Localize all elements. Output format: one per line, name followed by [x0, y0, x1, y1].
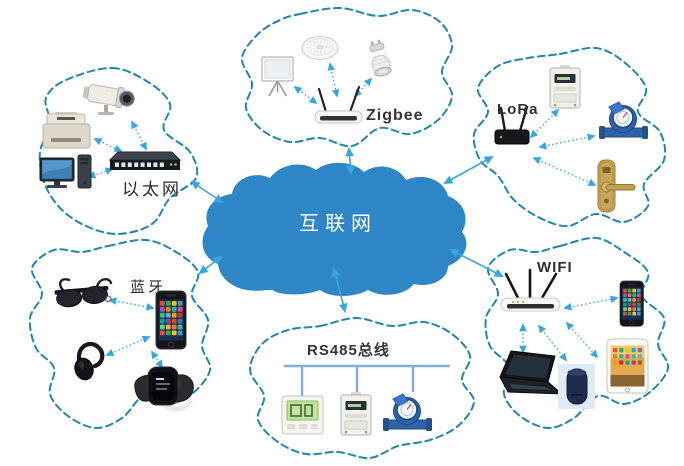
- internet-cloud-label: 互联网: [299, 213, 377, 235]
- headset-phone-link: [105, 335, 151, 357]
- gateway-wmeter-link: [538, 133, 596, 150]
- smart-speaker-icon: [558, 364, 595, 409]
- tablet-icon: [606, 338, 649, 394]
- wifi-cloud-link: [449, 249, 504, 277]
- computer-switch-link: [87, 167, 114, 179]
- glasses-phone-link: [108, 297, 155, 311]
- router-phone2-link: [563, 295, 619, 311]
- ethernet-cluster-label: 以太网: [122, 180, 182, 199]
- printer-icon: [42, 112, 91, 149]
- bluetooth-headset-icon: [74, 341, 105, 381]
- router-speaker-link: [537, 324, 568, 362]
- electric-meter-icon: [549, 64, 581, 109]
- lora-cloud-link: [443, 155, 494, 185]
- led-bulb-icon: [369, 39, 392, 77]
- bluetooth-cloud-link: [198, 255, 223, 275]
- rs485-cluster-label: RS485总线: [307, 342, 390, 359]
- smoke-router-link: [327, 62, 340, 98]
- ethernet-cloud-link: [190, 180, 224, 204]
- lora-cluster-outline: [472, 46, 667, 228]
- rs485-cloud-link: [331, 266, 348, 314]
- smartwatch-icon: [134, 366, 194, 412]
- lora-cluster-label: LoRa: [497, 101, 539, 118]
- thermostat-icon: [281, 395, 324, 435]
- water-meter-icon: [598, 101, 649, 140]
- rs485-water-meter-icon: [382, 393, 433, 432]
- internet-cloud: [202, 162, 467, 296]
- smartphone-icon: [155, 290, 187, 350]
- bluetooth-cluster-outline: [28, 238, 212, 430]
- display-router-link: [293, 85, 318, 105]
- rs485-bus: [284, 364, 450, 396]
- cctv-camera-icon: [82, 84, 135, 115]
- wifi-smartphone-icon: [619, 280, 644, 327]
- rs485-cluster-outline: [248, 316, 475, 460]
- zigbee-cluster-outline: [240, 6, 454, 148]
- presentation-display-icon: [261, 56, 294, 97]
- rs485-electric-meter-icon: [340, 391, 372, 436]
- smart-glasses-icon: [54, 278, 113, 308]
- zigbee-cluster-label: Zigbee: [366, 107, 424, 124]
- phone-watch-link: [150, 350, 164, 369]
- zigbee-router-icon: [314, 85, 363, 124]
- camera-switch-link: [131, 120, 147, 151]
- desktop-computer-icon: [39, 154, 92, 189]
- wifi-router-icon: [500, 268, 561, 312]
- laptop-icon: [499, 350, 564, 395]
- bluetooth-cluster-label: 蓝牙: [130, 279, 167, 296]
- router-tablet-link: [565, 321, 599, 359]
- smoke-detector-icon: [301, 36, 339, 60]
- lora-gateway-icon: [494, 105, 530, 145]
- ethernet-switch-icon: [108, 151, 182, 170]
- printer-switch-link: [93, 138, 123, 152]
- wifi-cluster-label: WIFI: [537, 259, 573, 276]
- door-lock-icon: [597, 159, 636, 213]
- zigbee-cloud-link: [345, 146, 355, 176]
- gateway-lock-link: [532, 157, 597, 186]
